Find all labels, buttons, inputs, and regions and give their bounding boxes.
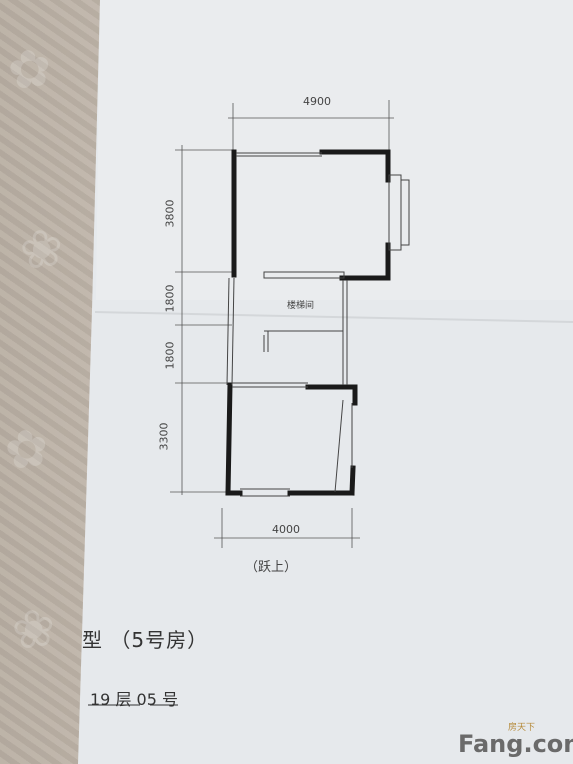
- bottom-width-label: 4000: [272, 523, 300, 536]
- floor-unit-line: 19 层 05 号: [90, 690, 178, 709]
- left-dim-2: 1800: [163, 284, 177, 313]
- left-dim-3: 1800: [163, 341, 177, 370]
- top-width-label: 4900: [303, 95, 331, 108]
- unit-title: 型 （5号房）: [82, 628, 209, 652]
- watermark-brand: Fang.com: [458, 730, 573, 758]
- left-dim-1: 3800: [163, 199, 177, 228]
- left-dim-4: 3300: [157, 422, 171, 451]
- stairwell-label: 楼梯间: [287, 301, 315, 311]
- watermark-small: 房天下: [508, 723, 536, 733]
- jump-up-label: （跃上）: [245, 560, 298, 575]
